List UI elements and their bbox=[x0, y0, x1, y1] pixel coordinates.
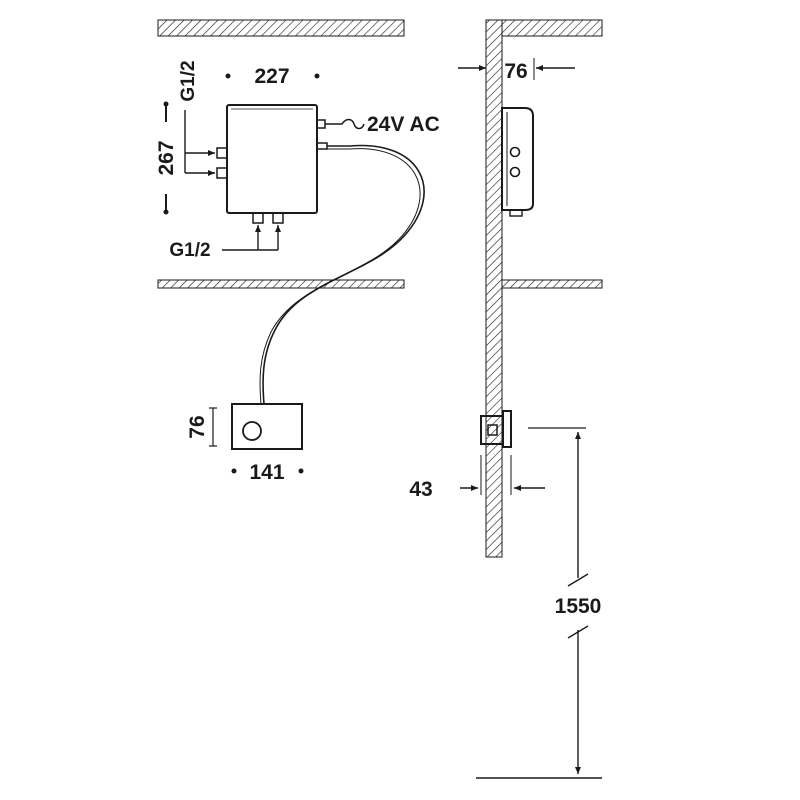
floor-slab-right bbox=[501, 279, 603, 289]
dim-1550-label: 1550 bbox=[555, 595, 602, 618]
dim-43-label: 43 bbox=[409, 478, 432, 501]
power-supply-label: 24V AC bbox=[367, 113, 440, 136]
wall-section bbox=[485, 19, 503, 558]
dim-227-label: 227 bbox=[254, 65, 289, 88]
ceiling-slab-right bbox=[501, 19, 603, 37]
dim-76-depth-label: 76 bbox=[504, 60, 527, 83]
floor-slab-left bbox=[157, 279, 405, 289]
sensor-panel bbox=[231, 403, 303, 450]
inlet-bottom-label: G1/2 bbox=[169, 240, 210, 261]
inlet-side-label: G1/2 bbox=[178, 60, 199, 101]
sensor-panel-side-view bbox=[480, 410, 512, 448]
wall-box-side-view bbox=[501, 107, 534, 217]
power-wire bbox=[325, 118, 365, 130]
dim-76-panel-label: 76 bbox=[186, 415, 209, 438]
control-box bbox=[216, 104, 328, 224]
ceiling-slab-left bbox=[157, 19, 405, 37]
dim-267-label: 267 bbox=[155, 140, 178, 175]
dim-141-label: 141 bbox=[249, 461, 284, 484]
